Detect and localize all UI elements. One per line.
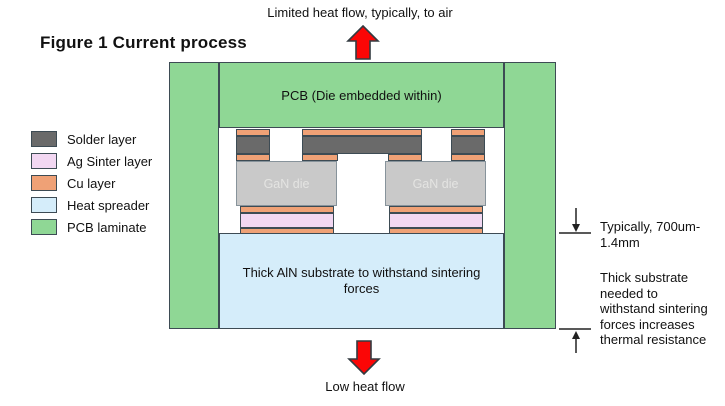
legend-item: Cu layer xyxy=(31,175,152,191)
note-line: thermal resistance xyxy=(600,332,707,347)
cu-layer-strip xyxy=(240,206,334,213)
legend-item: Heat spreader xyxy=(31,197,152,213)
solder-sandwich-right xyxy=(451,129,485,161)
sinter-stack-right xyxy=(389,206,483,234)
pcb-label: PCB (Die embedded within) xyxy=(281,87,442,103)
cu-layer-strip xyxy=(451,154,485,161)
legend-item: Solder layer xyxy=(31,131,152,147)
legend-label: PCB laminate xyxy=(67,219,147,235)
ag-sinter-layer-strip xyxy=(240,213,334,228)
cu-layer-strip xyxy=(236,154,270,161)
thickness-line: Typically, 700um- xyxy=(600,219,701,234)
up-arrow-icon xyxy=(346,25,380,60)
die-label: GaN die xyxy=(263,176,310,191)
cu-layer-strip xyxy=(236,129,270,136)
note-line: needed to xyxy=(600,285,658,301)
gan-die-right: GaN die xyxy=(385,161,486,206)
legend-swatch-solder xyxy=(31,131,57,147)
note-line: forces increases xyxy=(600,316,695,332)
ag-sinter-layer-strip xyxy=(389,213,483,228)
cu-layer-strip xyxy=(388,154,422,161)
solder-layer-strip xyxy=(451,136,485,154)
dim-arrow-up-icon xyxy=(559,328,591,353)
legend-label: Cu layer xyxy=(67,175,116,191)
gan-die-left: GaN die xyxy=(236,161,337,206)
bottom-heat-flow-label: Low heat flow xyxy=(325,379,405,394)
solder-sandwich-left xyxy=(236,129,270,161)
thickness-annotation: Typically, 700um- 1.4mm xyxy=(600,219,700,250)
legend-label: Heat spreader xyxy=(67,197,150,213)
cu-layer-strip xyxy=(302,154,338,161)
legend: Solder layer Ag Sinter layer Cu layer He… xyxy=(31,131,152,241)
legend-item: Ag Sinter layer xyxy=(31,153,152,169)
substrate-label: Thick AlN substrate to withstand sinteri… xyxy=(242,265,481,296)
solder-sandwich-middle xyxy=(302,129,422,161)
top-heat-flow-label: Limited heat flow, typically, to air xyxy=(267,5,453,20)
thickness-line: 1.4mm xyxy=(600,234,640,250)
pcb-top-bar: PCB (Die embedded within) xyxy=(219,62,504,128)
aln-substrate: Thick AlN substrate to withstand sinteri… xyxy=(219,233,504,329)
down-arrow-icon xyxy=(347,340,381,375)
note-line: withstand sintering xyxy=(600,301,708,316)
cu-layer-strip xyxy=(451,129,485,136)
figure-title: Figure 1 Current process xyxy=(40,33,247,52)
sinter-stack-left xyxy=(240,206,334,234)
legend-label: Ag Sinter layer xyxy=(67,153,153,169)
solder-layer-strip xyxy=(236,136,270,154)
die-label: GaN die xyxy=(412,176,459,191)
note-line: Thick substrate xyxy=(600,270,689,285)
substrate-note: Thick substrate needed to withstand sint… xyxy=(600,270,708,348)
pcb-laminate-right-column xyxy=(504,62,556,329)
cu-layer-strip xyxy=(389,206,483,213)
legend-swatch-ag-sinter xyxy=(31,153,57,169)
legend-item: PCB laminate xyxy=(31,219,152,235)
solder-layer-strip xyxy=(302,136,422,154)
legend-swatch-pcb-laminate xyxy=(31,219,57,235)
legend-swatch-heat-spreader xyxy=(31,197,57,213)
pcb-laminate-left-column xyxy=(169,62,219,329)
legend-swatch-cu xyxy=(31,175,57,191)
dim-arrow-down-icon xyxy=(559,208,591,234)
cu-layer-strip xyxy=(302,129,422,136)
legend-label: Solder layer xyxy=(67,131,137,147)
